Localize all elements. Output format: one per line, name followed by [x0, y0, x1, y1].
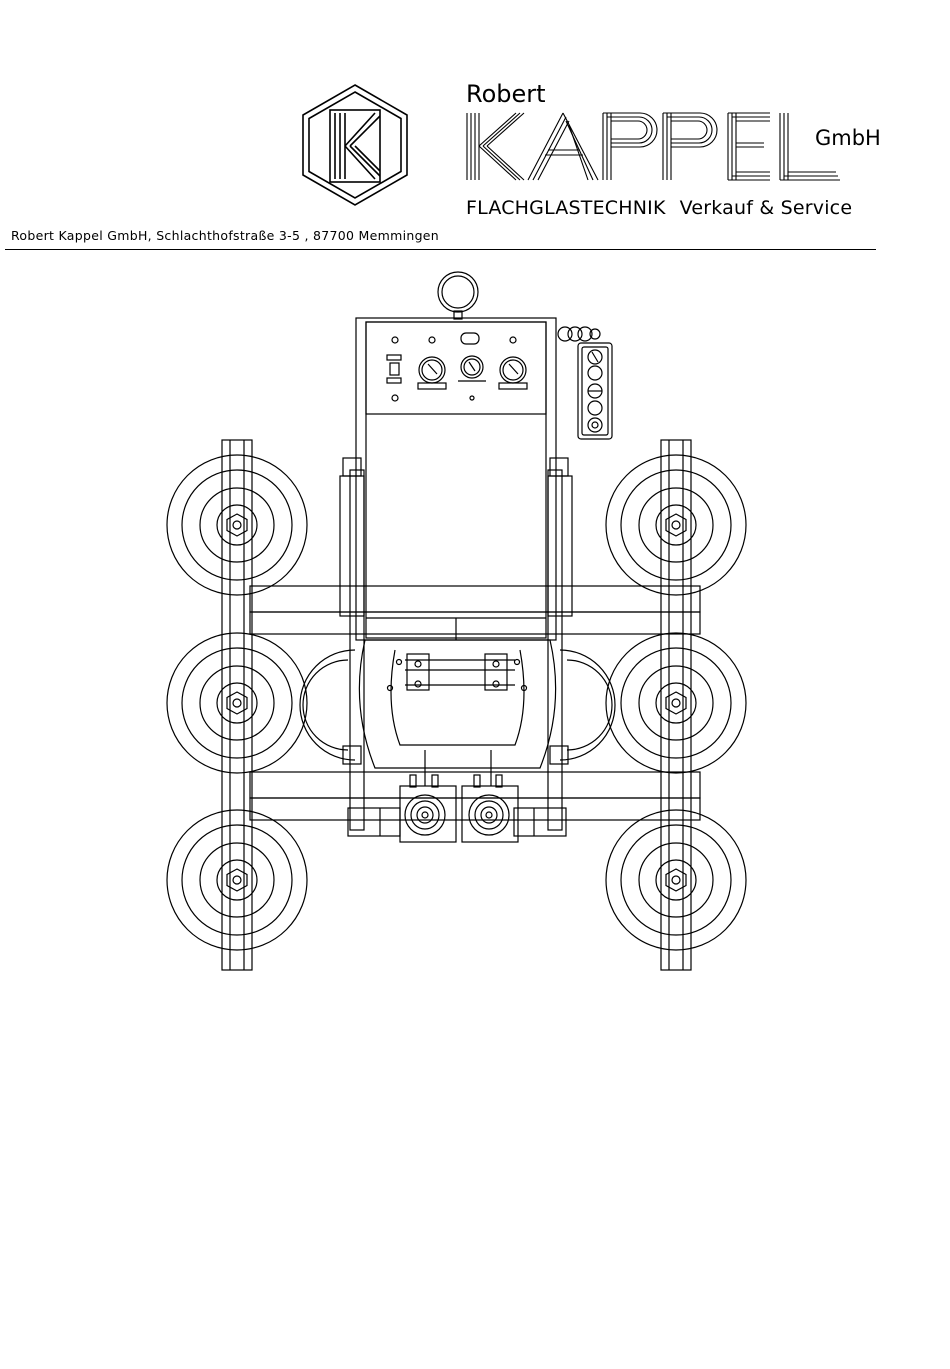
motor-right [462, 750, 518, 842]
cross-beams [250, 586, 700, 820]
hose-connector [558, 327, 600, 341]
center-frame [340, 458, 572, 830]
suction-pad-top-left [167, 455, 307, 595]
top-gauge [438, 272, 478, 319]
switch-indicator [387, 355, 401, 383]
suction-pad-top-right [606, 455, 746, 595]
vacuum-gauge-left [418, 357, 446, 389]
suction-pad-mid-right [606, 633, 746, 773]
reserve-gauge-center [458, 356, 486, 381]
suction-pad-bottom-right [606, 810, 746, 950]
suction-pad-mid-left [167, 633, 307, 773]
suction-pads [167, 455, 746, 950]
suction-pad-bottom-left [167, 810, 307, 950]
suction-pad-center-right [560, 650, 615, 760]
vacuum-tank [359, 640, 555, 768]
gauges [387, 355, 527, 389]
motor-left [400, 750, 456, 842]
rotary-motors [348, 750, 566, 842]
vacuum-gauge-right [499, 357, 527, 389]
remote-control [578, 343, 612, 439]
suction-pad-center-left [300, 650, 355, 760]
